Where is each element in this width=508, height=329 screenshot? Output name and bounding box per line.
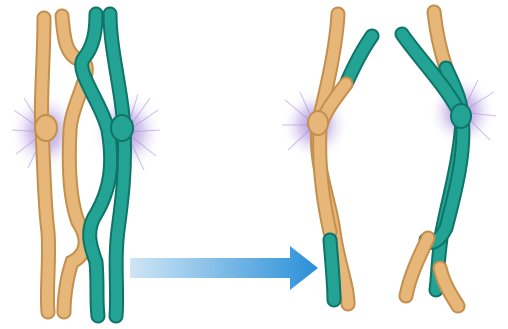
recombinant-chromosome-left bbox=[308, 14, 372, 304]
centromere-icon bbox=[35, 115, 57, 141]
right-panel-chromosomes bbox=[281, 12, 496, 306]
centromere-icon bbox=[451, 104, 471, 128]
paternal-chromatids bbox=[82, 14, 125, 316]
centromere-icon bbox=[111, 115, 133, 141]
right-arrow-icon bbox=[130, 246, 318, 290]
centromere-icon bbox=[308, 111, 328, 135]
recombinant-chromosome-right bbox=[402, 12, 471, 306]
